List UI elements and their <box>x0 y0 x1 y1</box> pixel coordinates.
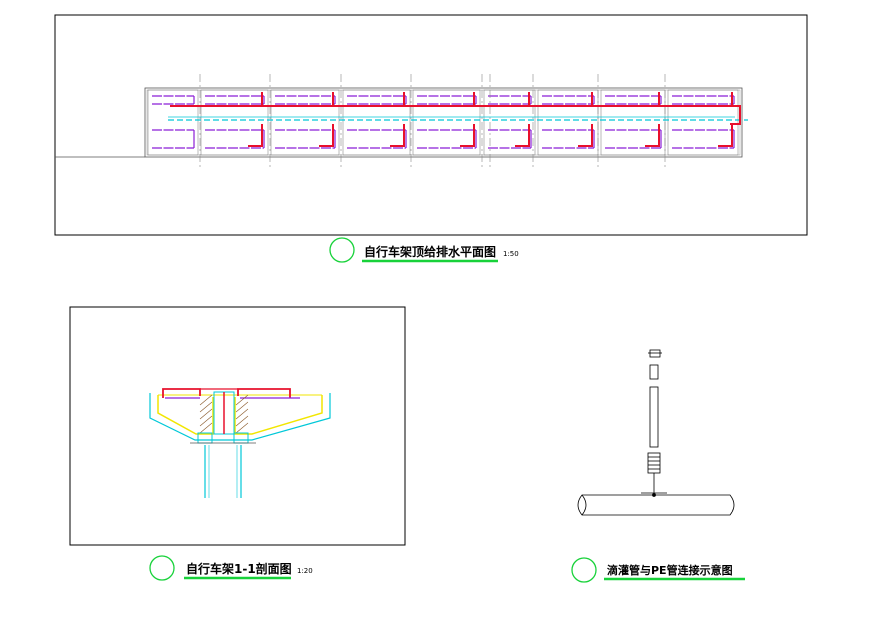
section-title-circle <box>149 555 175 581</box>
detail-title-circle <box>571 557 597 583</box>
plan-drain-branch <box>578 124 593 147</box>
detail-title: 滴灌管与PE管连接示意图 <box>607 563 733 577</box>
plan-frame <box>54 14 808 236</box>
section-hatch-right <box>235 394 249 434</box>
plan-drain-branch <box>460 124 475 147</box>
plan-bay <box>667 89 739 156</box>
plan-bay <box>483 89 536 156</box>
section-drain-right <box>237 388 291 398</box>
plan-bay <box>270 89 340 156</box>
detail-connector-top <box>649 364 659 380</box>
detail-view <box>577 349 735 516</box>
detail-pe-pipe <box>577 494 735 516</box>
plan-drain-branch <box>645 124 660 147</box>
plan-bay <box>412 89 481 156</box>
plan-scale: 1:50 <box>503 250 519 258</box>
plan-view <box>54 14 808 236</box>
plan-drain-branch <box>248 124 263 147</box>
plan-title-block: 自行车架顶给排水平面图 1:50 <box>329 237 519 263</box>
section-title: 自行车架1-1剖面图 <box>186 561 292 576</box>
plan-title-circle <box>329 237 355 263</box>
plan-drain-branch <box>718 124 733 147</box>
plan-axis-lines <box>199 74 666 170</box>
section-drain-left <box>162 388 201 398</box>
bike-shed-roof-outline <box>144 87 743 158</box>
plan-bay <box>147 89 199 156</box>
plan-drain-main <box>170 105 741 125</box>
section-hatch-left <box>199 394 213 434</box>
plan-drain-branch <box>390 124 405 147</box>
section-scale: 1:20 <box>297 567 313 575</box>
section-canopy-cyan <box>149 393 331 441</box>
detail-hole <box>652 493 656 497</box>
detail-drip-tube <box>649 386 659 448</box>
plan-bay <box>342 89 411 156</box>
section-view <box>69 306 406 546</box>
detail-threaded-connector <box>647 452 661 474</box>
section-canopy-structure-left <box>157 395 214 435</box>
plan-drain-branch <box>319 124 334 147</box>
plan-bays <box>147 89 739 156</box>
section-canopy-structure-right <box>234 395 323 435</box>
section-title-block: 自行车架1-1剖面图 1:20 <box>149 555 313 581</box>
detail-title-block: 滴灌管与PE管连接示意图 <box>571 557 745 583</box>
plan-title: 自行车架顶给排水平面图 <box>364 244 496 259</box>
detail-dripper-cap <box>649 349 661 358</box>
plan-bay <box>200 89 269 156</box>
section-frame <box>69 306 406 546</box>
plan-drain-branch <box>515 124 530 147</box>
